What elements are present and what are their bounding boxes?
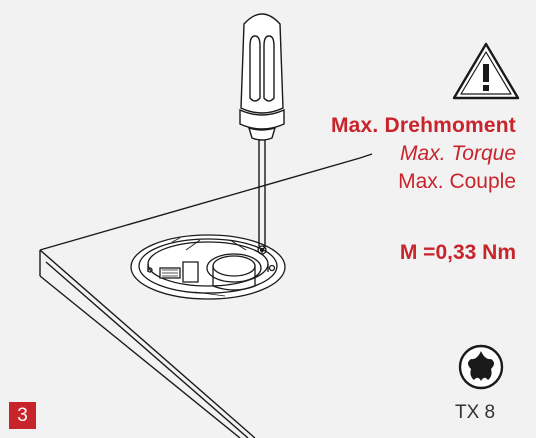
torque-label-de: Max. Drehmoment (330, 114, 516, 137)
step-number-badge: 3 (9, 402, 36, 429)
table-surface (39, 153, 373, 438)
torque-warning: Max. Drehmoment Max. Torque Max. Couple (331, 112, 516, 196)
torx-bit-label: TX 8 (455, 402, 496, 423)
torque-label-en: Max. Torque (400, 142, 516, 165)
torque-value: M =0,33 Nm (399, 241, 516, 264)
torx-icon (458, 344, 504, 390)
mounting-plate (130, 234, 286, 300)
screwdriver (239, 13, 285, 254)
torque-label-fr: Max. Couple (398, 170, 516, 193)
warning-triangle-icon (452, 42, 520, 100)
